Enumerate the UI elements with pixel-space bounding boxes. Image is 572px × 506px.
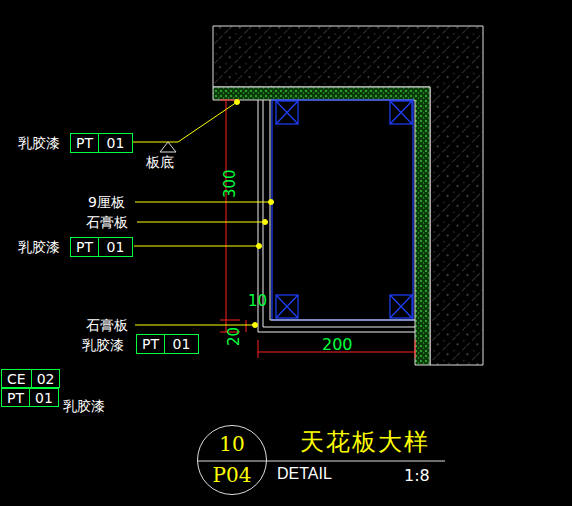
finish-tag: PT01 bbox=[70, 133, 133, 153]
tag-code: 01 bbox=[98, 134, 132, 152]
material-label: 石膏板 bbox=[86, 214, 128, 230]
material-label: 乳胶漆 bbox=[82, 337, 124, 353]
callout-number: 10 bbox=[198, 432, 266, 456]
material-label: 板底 bbox=[146, 154, 174, 170]
title-rule bbox=[198, 461, 445, 462]
finish-tag: PT01 bbox=[1, 388, 59, 407]
material-label: 乳胶漆 bbox=[63, 398, 105, 414]
tag-code: 01 bbox=[29, 389, 58, 406]
timber-frame bbox=[272, 100, 413, 320]
dimension-lines bbox=[220, 100, 415, 358]
tag-code: PT bbox=[71, 238, 98, 256]
dimension-text: 20 bbox=[226, 327, 242, 346]
ceiling-boards bbox=[258, 100, 415, 332]
dimension-text: 200 bbox=[322, 337, 353, 353]
tag-code: PT bbox=[71, 134, 98, 152]
finish-tag: CE02 bbox=[1, 369, 60, 388]
material-label: DETAIL bbox=[277, 466, 332, 482]
plaster-layer bbox=[213, 87, 430, 365]
tag-code: 02 bbox=[31, 370, 60, 387]
tag-code: CE bbox=[2, 370, 31, 387]
material-label: 乳胶漆 bbox=[18, 239, 60, 255]
finish-tag: PT01 bbox=[70, 237, 133, 257]
leader-lines bbox=[133, 100, 274, 328]
material-label: 1:8 bbox=[404, 468, 430, 484]
finish-tag: PT01 bbox=[136, 334, 199, 354]
tag-code: 01 bbox=[164, 335, 198, 353]
tag-code: PT bbox=[2, 389, 29, 406]
drawing-title: 天花板大样 bbox=[300, 426, 430, 458]
material-label: 乳胶漆 bbox=[18, 135, 60, 151]
dimension-text: 10 bbox=[248, 293, 267, 309]
detail-callout: 10P04 bbox=[197, 425, 267, 495]
material-label: 9厘板 bbox=[88, 194, 125, 210]
callout-number: P04 bbox=[198, 463, 266, 487]
tag-code: PT bbox=[137, 335, 164, 353]
tag-code: 01 bbox=[98, 238, 132, 256]
material-label: 石膏板 bbox=[86, 317, 128, 333]
dimension-text: 300 bbox=[222, 169, 238, 198]
concrete-slab bbox=[213, 26, 483, 365]
